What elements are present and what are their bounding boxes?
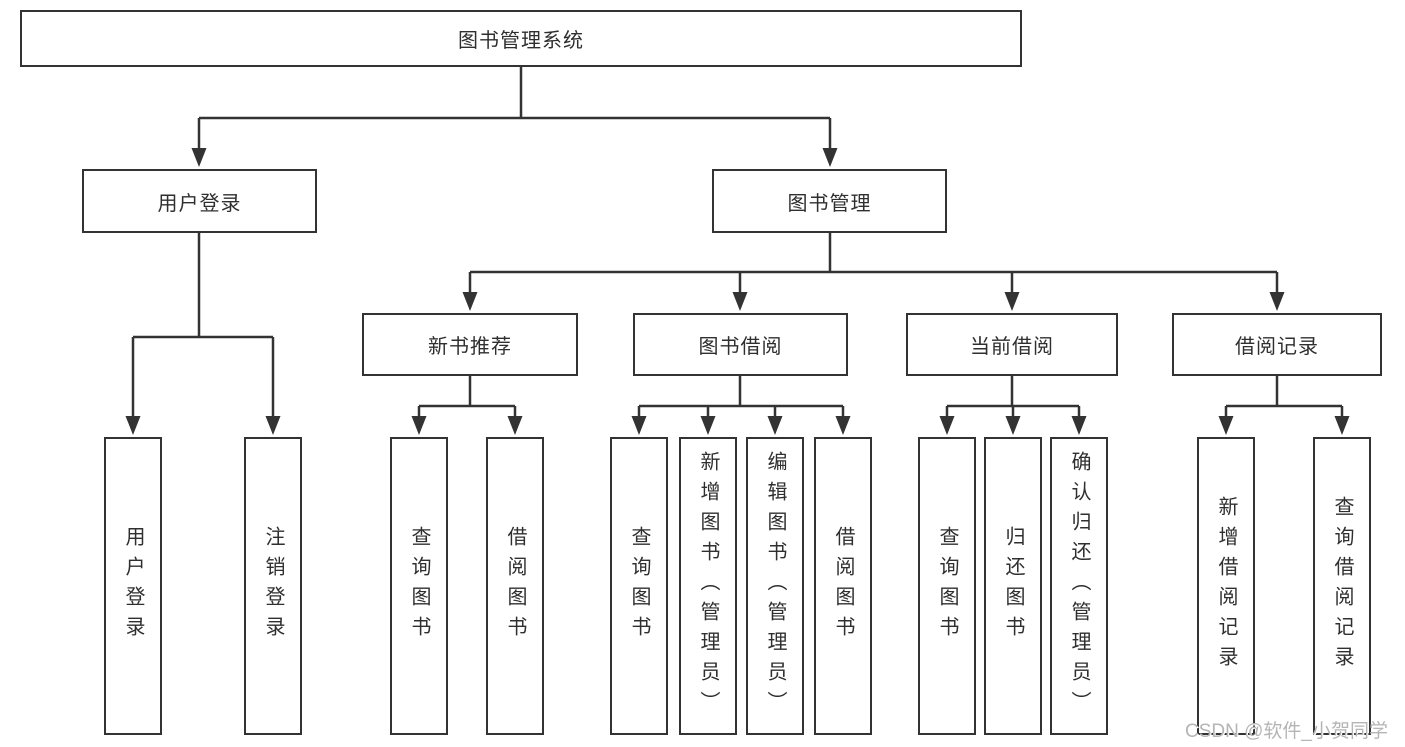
node-label: 当前借阅 bbox=[970, 336, 1054, 358]
leaf-borrow-books-recommend: 借阅图书 bbox=[486, 437, 544, 735]
arrow-down-icon bbox=[939, 416, 955, 435]
leaf-label: 查询借阅记录 bbox=[1331, 496, 1353, 676]
arrow-down-icon bbox=[191, 148, 207, 167]
node-label: 图书借阅 bbox=[698, 336, 783, 358]
leaf-query-books-recommend: 查询图书 bbox=[390, 437, 448, 735]
node-label: 用户登录 bbox=[157, 192, 242, 215]
leaf-label: 查询图书 bbox=[936, 526, 958, 646]
watermark: CSDN @软件_小贺同学 bbox=[1185, 721, 1388, 742]
arrow-down-icon bbox=[1218, 416, 1234, 435]
arrow-down-icon bbox=[462, 292, 478, 311]
arrow-down-icon bbox=[732, 292, 748, 311]
leaf-return-books: 归还图书 bbox=[984, 437, 1042, 735]
leaf-label: 归还图书 bbox=[1002, 526, 1024, 646]
leaf-label: 注销登录 bbox=[262, 526, 284, 646]
arrow-down-icon bbox=[1004, 292, 1020, 311]
arrow-down-icon bbox=[700, 416, 716, 435]
arrow-down-icon bbox=[1071, 416, 1087, 435]
connector-book-management-level3 bbox=[468, 233, 1279, 294]
connector-borrow-records-children bbox=[1224, 376, 1344, 419]
node-borrow-records: 借阅记录 bbox=[1172, 313, 1382, 376]
leaf-label: 编辑图书（管理员） bbox=[764, 451, 786, 721]
node-label: 图书管理 bbox=[787, 192, 872, 215]
node-label: 借阅记录 bbox=[1235, 336, 1319, 358]
node-book-borrow: 图书借阅 bbox=[633, 313, 848, 376]
connector-current-borrow-children bbox=[945, 376, 1081, 419]
leaf-label: 查询图书 bbox=[408, 526, 430, 646]
arrow-down-icon bbox=[1269, 292, 1285, 311]
arrow-down-icon bbox=[1005, 416, 1021, 435]
node-new-book-recommend: 新书推荐 bbox=[362, 313, 578, 376]
node-label: 图书管理系统 bbox=[458, 30, 584, 52]
arrow-down-icon bbox=[411, 416, 427, 435]
arrowheads-root-to-level2 bbox=[191, 148, 838, 167]
arrowheads-current-borrow-children bbox=[939, 416, 1087, 435]
leaf-borrow-books: 借阅图书 bbox=[814, 437, 872, 735]
node-root-system: 图书管理系统 bbox=[20, 10, 1022, 67]
arrow-down-icon bbox=[265, 416, 281, 435]
connector-root-to-level2 bbox=[197, 67, 832, 150]
leaf-user-login: 用户登录 bbox=[104, 437, 162, 735]
connector-user-login-children bbox=[131, 233, 275, 419]
arrow-down-icon bbox=[835, 416, 851, 435]
arrowheads-user-login-children bbox=[125, 416, 281, 435]
arrow-down-icon bbox=[767, 416, 783, 435]
arrow-down-icon bbox=[1334, 416, 1350, 435]
connector-new-book-children bbox=[417, 376, 517, 419]
leaf-query-books-current: 查询图书 bbox=[918, 437, 976, 735]
leaf-add-borrow-record: 新增借阅记录 bbox=[1197, 437, 1255, 735]
connector-book-borrow-children bbox=[637, 376, 845, 419]
node-book-management: 图书管理 bbox=[712, 169, 947, 233]
arrowheads-new-book-children bbox=[411, 416, 523, 435]
leaf-query-borrow-record: 查询借阅记录 bbox=[1313, 437, 1371, 735]
arrow-down-icon bbox=[822, 148, 838, 167]
leaf-label: 新增图书（管理员） bbox=[697, 451, 719, 721]
leaf-edit-books-admin: 编辑图书（管理员） bbox=[746, 437, 804, 735]
leaf-label: 用户登录 bbox=[122, 526, 144, 646]
leaf-label: 借阅图书 bbox=[832, 526, 854, 646]
arrowheads-book-management-level3 bbox=[462, 292, 1285, 311]
leaf-logout: 注销登录 bbox=[244, 437, 302, 735]
arrowheads-borrow-records-children bbox=[1218, 416, 1350, 435]
node-user-login: 用户登录 bbox=[82, 169, 317, 233]
arrow-down-icon bbox=[125, 416, 141, 435]
leaf-label: 新增借阅记录 bbox=[1215, 496, 1237, 676]
leaf-label: 查询图书 bbox=[628, 526, 650, 646]
arrow-down-icon bbox=[507, 416, 523, 435]
arrow-down-icon bbox=[631, 416, 647, 435]
node-current-borrow: 当前借阅 bbox=[906, 313, 1118, 376]
leaf-confirm-return-admin: 确认归还（管理员） bbox=[1050, 437, 1108, 735]
leaf-query-books-borrow: 查询图书 bbox=[610, 437, 668, 735]
leaf-add-books-admin: 新增图书（管理员） bbox=[679, 437, 737, 735]
node-label: 新书推荐 bbox=[428, 336, 512, 358]
leaf-label: 借阅图书 bbox=[504, 526, 526, 646]
arrowheads-book-borrow-children bbox=[631, 416, 851, 435]
leaf-label: 确认归还（管理员） bbox=[1068, 451, 1090, 721]
